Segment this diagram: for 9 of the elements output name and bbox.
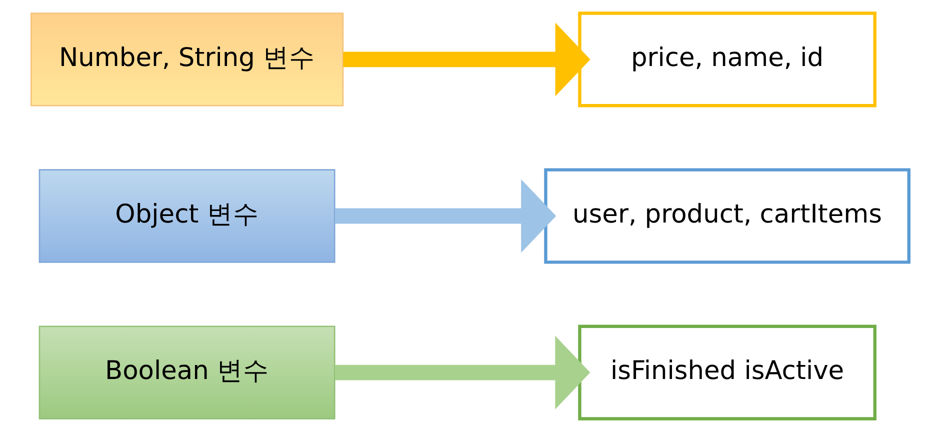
arrow <box>334 336 590 410</box>
node-box: isFinished isActive <box>578 324 876 420</box>
node-box: user, product, cartItems <box>544 168 910 264</box>
arrow <box>334 179 556 253</box>
node-box: Number, String 변수 <box>30 12 344 106</box>
node-box: Boolean 변수 <box>38 326 335 420</box>
node-box: Object 변수 <box>38 169 335 263</box>
node-box: price, name, id <box>578 12 876 108</box>
arrow <box>342 22 590 96</box>
